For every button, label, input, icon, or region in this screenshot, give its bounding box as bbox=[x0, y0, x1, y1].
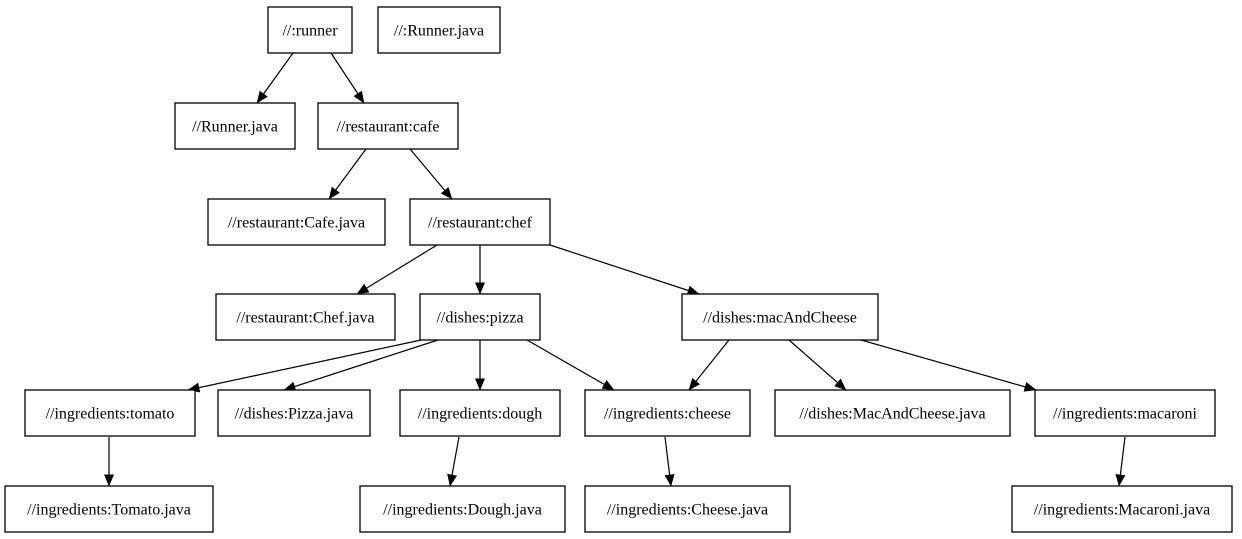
graph-node-box-dough bbox=[399, 389, 561, 437]
graph-node-tomato-java: //ingredients:Tomato.java bbox=[4, 485, 214, 533]
graph-node-label-chef-java: //restaurant:Chef.java bbox=[236, 310, 374, 327]
dependency-edge-macaroni-to-macaroni-java bbox=[1115, 436, 1126, 487]
graph-node-box-mac-and-cheese bbox=[681, 293, 879, 341]
dependency-edge-mac-and-cheese-to-cheese bbox=[688, 339, 730, 391]
graph-node-box-macaroni bbox=[1034, 389, 1216, 437]
graph-node-box-cafe-java bbox=[207, 198, 386, 246]
dependency-edge-cheese-to-cheese-java bbox=[664, 436, 675, 487]
graph-node-label-cheese: //ingredients:cheese bbox=[604, 406, 731, 423]
graph-node-label-dough: //ingredients:dough bbox=[418, 406, 542, 423]
graph-node-macaroni-java: //ingredients:Macaroni.java bbox=[1011, 485, 1233, 533]
graph-node-label-mac-and-cheese-java: //dishes:MacAndCheese.java bbox=[799, 406, 985, 423]
graph-node-chef: //restaurant:chef bbox=[409, 198, 551, 246]
graph-node-box-cheese bbox=[584, 389, 751, 437]
dependency-edge-pizza-to-cheese bbox=[526, 339, 615, 391]
graph-node-runner: //:runner bbox=[267, 6, 353, 54]
graph-node-label-cheese-java: //ingredients:Cheese.java bbox=[607, 502, 768, 519]
graph-node-cafe: //restaurant:cafe bbox=[317, 102, 459, 150]
dependency-edge-chef-to-mac-and-cheese bbox=[549, 244, 700, 296]
graph-node-label-cafe: //restaurant:cafe bbox=[336, 119, 439, 136]
graph-node-label-runner-java-file: //Runner.java bbox=[192, 119, 278, 136]
dependency-edge-chef-to-chef-java bbox=[356, 244, 438, 295]
graph-node-mac-and-cheese-java: //dishes:MacAndCheese.java bbox=[774, 389, 1011, 437]
graph-node-box-dough-java bbox=[359, 485, 566, 533]
graph-node-label-macaroni-java: //ingredients:Macaroni.java bbox=[1034, 502, 1210, 519]
graph-node-label-tomato-java: //ingredients:Tomato.java bbox=[27, 502, 191, 519]
graph-node-macaroni: //ingredients:macaroni bbox=[1034, 389, 1216, 437]
graph-node-label-runner: //:runner bbox=[282, 23, 338, 40]
graph-node-box-cheese-java bbox=[584, 485, 791, 533]
graph-node-label-pizza: //dishes:pizza bbox=[436, 310, 523, 327]
graph-node-box-tomato-java bbox=[4, 485, 214, 533]
graph-node-box-cafe bbox=[317, 102, 459, 150]
graph-node-box-runner bbox=[267, 6, 353, 54]
graph-node-box-chef bbox=[409, 198, 551, 246]
graph-node-tomato: //ingredients:tomato bbox=[24, 389, 196, 437]
graph-node-box-tomato bbox=[24, 389, 196, 437]
graph-node-cheese: //ingredients:cheese bbox=[584, 389, 751, 437]
graph-node-mac-and-cheese: //dishes:macAndCheese bbox=[681, 293, 879, 341]
graph-node-runner-java-file: //Runner.java bbox=[174, 102, 296, 150]
dependency-edge-runner-to-runner-java-file bbox=[256, 52, 294, 104]
graph-node-box-mac-and-cheese-java bbox=[774, 389, 1011, 437]
dependency-edge-pizza-to-pizza-java bbox=[283, 339, 439, 392]
dependency-edge-dough-to-dough-java bbox=[447, 436, 460, 487]
graph-node-label-root-runner-java: //:Runner.java bbox=[394, 23, 484, 40]
graph-node-pizza-java: //dishes:Pizza.java bbox=[217, 389, 371, 437]
graph-node-label-chef: //restaurant:chef bbox=[428, 215, 533, 232]
graph-node-box-pizza-java bbox=[217, 389, 371, 437]
dependency-edge-cafe-to-chef bbox=[409, 148, 453, 200]
dependency-edge-pizza-to-tomato bbox=[187, 339, 422, 393]
graph-node-cheese-java: //ingredients:Cheese.java bbox=[584, 485, 791, 533]
graph-node-box-root-runner-java bbox=[377, 6, 501, 54]
graph-node-dough-java: //ingredients:Dough.java bbox=[359, 485, 566, 533]
graph-node-root-runner-java: //:Runner.java bbox=[377, 6, 501, 54]
graph-node-label-dough-java: //ingredients:Dough.java bbox=[383, 502, 542, 519]
graph-node-chef-java: //restaurant:Chef.java bbox=[215, 293, 396, 341]
graph-node-label-mac-and-cheese: //dishes:macAndCheese bbox=[703, 310, 857, 327]
graph-node-box-runner-java-file bbox=[174, 102, 296, 150]
graph-node-box-pizza bbox=[419, 293, 541, 341]
dependency-edge-mac-and-cheese-to-macaroni bbox=[860, 339, 1037, 392]
graph-node-label-macaroni: //ingredients:macaroni bbox=[1053, 406, 1198, 423]
graph-node-box-macaroni-java bbox=[1011, 485, 1233, 533]
graph-node-label-pizza-java: //dishes:Pizza.java bbox=[235, 406, 354, 423]
dependency-edge-cafe-to-cafe-java bbox=[328, 148, 367, 200]
graph-node-box-chef-java bbox=[215, 293, 396, 341]
dependency-edge-runner-to-cafe bbox=[330, 52, 365, 104]
graph-node-label-cafe-java: //restaurant:Cafe.java bbox=[228, 215, 365, 232]
graph-node-dough: //ingredients:dough bbox=[399, 389, 561, 437]
graph-node-label-tomato: //ingredients:tomato bbox=[46, 406, 175, 423]
graph-node-pizza: //dishes:pizza bbox=[419, 293, 541, 341]
dependency-edge-mac-and-cheese-to-mac-and-cheese-java bbox=[788, 339, 847, 391]
graph-node-cafe-java: //restaurant:Cafe.java bbox=[207, 198, 386, 246]
